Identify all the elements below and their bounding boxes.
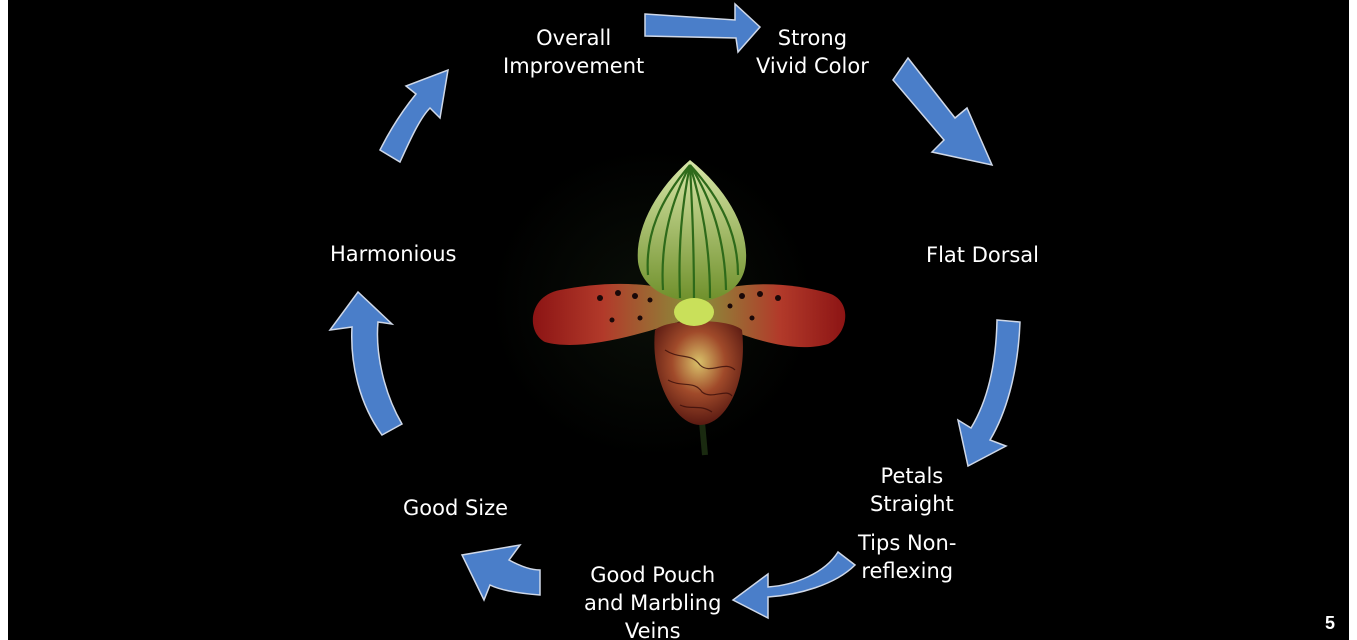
label-harmonious-text: Harmonious [330,240,456,268]
label-flat-dorsal: Flat Dorsal [926,241,1039,269]
label-size-text: Good Size [403,494,508,522]
label-petals-line1: Petals [870,462,954,490]
arrow-size-to-harmonious [330,292,402,435]
arrow-flat-to-petals [958,320,1020,466]
label-harmonious: Harmonious [330,240,456,268]
label-pouch-line1: Good Pouch [584,561,721,589]
arrow-strong-to-flat [893,58,992,165]
label-tips-line1: Tips Non- [858,529,956,557]
label-overall-line1: Overall [503,24,644,52]
label-pouch-line2: and Marbling [584,589,721,617]
page-number: 5 [1325,613,1335,634]
cycle-diagram [8,0,1349,640]
label-strong-line1: Strong [756,24,869,52]
arrow-tips-to-pouch [733,552,855,618]
label-overall-improvement: Overall Improvement [503,24,644,80]
label-good-size: Good Size [403,494,508,522]
label-overall-line2: Improvement [503,52,644,80]
arrow-overall-to-strong [645,4,760,52]
orchid-photo [490,148,845,458]
label-petals-straight: Petals Straight [870,462,954,518]
label-tips-line2: reflexing [858,557,956,585]
label-flat-text: Flat Dorsal [926,241,1039,269]
slide: Overall Improvement Strong Vivid Color F… [8,0,1349,640]
label-tips-non-reflexing: Tips Non- reflexing [858,529,956,585]
label-good-pouch: Good Pouch and Marbling Veins [584,561,721,640]
label-pouch-line3: Veins [584,617,721,640]
label-strong-vivid-color: Strong Vivid Color [756,24,869,80]
arrow-pouch-to-size [462,545,540,600]
label-strong-line2: Vivid Color [756,52,869,80]
label-petals-line2: Straight [870,490,954,518]
arrow-harmonious-to-overall [380,70,448,162]
